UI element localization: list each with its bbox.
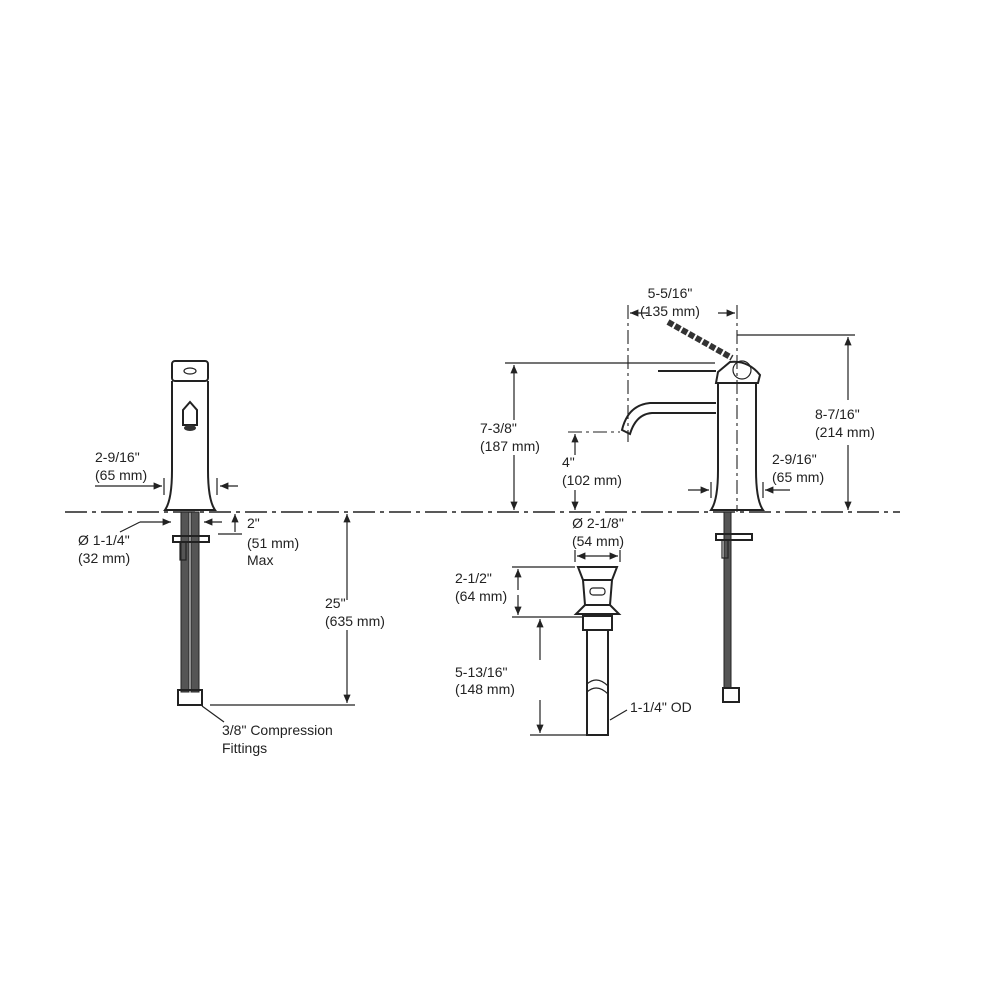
deck-thickness-mm: (51 mm) xyxy=(247,535,299,551)
deck-thickness-in: 2" xyxy=(247,515,260,531)
base-width-mm: (65 mm) xyxy=(772,469,824,485)
flange-height-mm: (64 mm) xyxy=(455,588,507,604)
flange-height-in: 2-1/2" xyxy=(455,570,492,586)
pop-up-drain xyxy=(573,566,622,736)
tailpiece-length-in: 5-13/16" xyxy=(455,664,507,680)
tailpiece-od: 1-1/4" OD xyxy=(630,699,692,715)
fittings-label-1: 3/8" Compression xyxy=(222,722,333,738)
handle-height-in: 8-7/16" xyxy=(815,406,860,422)
spout-reach-in: 5-5/16" xyxy=(648,285,693,301)
fittings-label-2: Fittings xyxy=(222,740,267,756)
spout-reach-mm: (135 mm) xyxy=(640,303,700,319)
spout-height-in: 4" xyxy=(562,454,575,470)
hole-diameter-mm: (32 mm) xyxy=(78,550,130,566)
front-width-mm: (65 mm) xyxy=(95,467,147,483)
base-width-in: 2-9/16" xyxy=(772,451,817,467)
supply-length-mm: (635 mm) xyxy=(325,613,385,629)
supply-length-in: 25" xyxy=(325,595,346,611)
front-width-in: 2-9/16" xyxy=(95,449,140,465)
spout-height-mm: (102 mm) xyxy=(562,472,622,488)
drain-diameter-mm: (54 mm) xyxy=(572,533,624,549)
overall-height-in: 7-3/8" xyxy=(480,420,517,436)
drain-diameter-in: Ø 2-1/8" xyxy=(572,515,624,531)
side-faucet xyxy=(620,319,765,703)
handle-height-mm: (214 mm) xyxy=(815,424,875,440)
overall-height-mm: (187 mm) xyxy=(480,438,540,454)
hole-diameter-in: Ø 1-1/4" xyxy=(78,532,130,548)
front-faucet xyxy=(163,360,217,706)
tailpiece-length-mm: (148 mm) xyxy=(455,681,515,697)
deck-thickness-note: Max xyxy=(247,552,273,568)
